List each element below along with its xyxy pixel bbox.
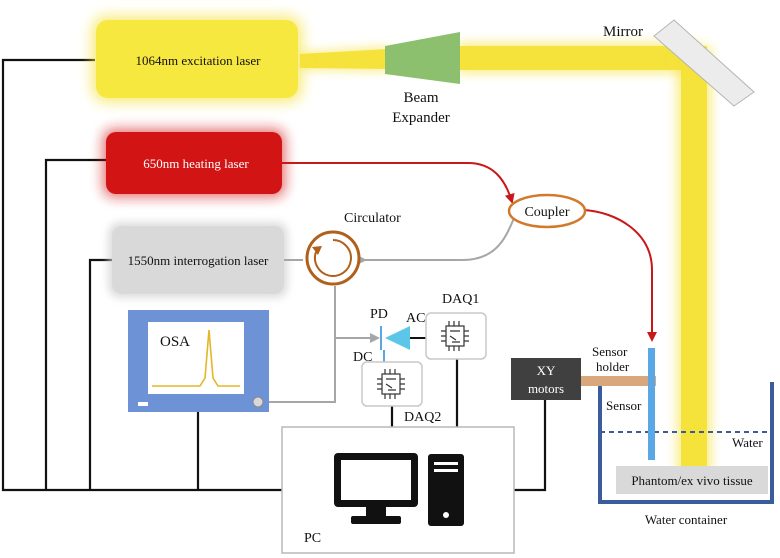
control-wires — [1, 58, 547, 492]
xy-motors-label-1: XY — [537, 363, 556, 378]
excitation-beam — [300, 42, 712, 486]
xy-motors-label-2: motors — [528, 381, 564, 396]
beam-expander-label-2: Expander — [392, 110, 449, 126]
beam-expander-label-1: Beam — [404, 90, 439, 106]
water-container: Phantom/ex vivo tissue Water Water conta… — [598, 382, 774, 527]
daq1: DAQ1 — [425, 292, 487, 360]
fibers — [260, 162, 657, 403]
tissue-label: Phantom/ex vivo tissue — [631, 473, 753, 488]
circulator: Circulator — [305, 211, 401, 286]
xy-motors: XY motors — [511, 358, 581, 400]
coupler: Coupler — [507, 193, 587, 229]
mirror-label: Mirror — [603, 24, 643, 40]
heating-laser-label: 650nm heating laser — [143, 156, 249, 171]
sensor-holder-label-1: Sensor — [592, 344, 628, 359]
pc: PC — [281, 426, 515, 554]
chip-icon — [441, 321, 469, 351]
pd-label: PD — [370, 307, 388, 322]
ac-label: AC — [406, 311, 425, 326]
water-label: Water — [732, 435, 763, 450]
sensor-label: Sensor — [606, 398, 642, 413]
osa-label: OSA — [160, 334, 190, 350]
pc-label: PC — [304, 531, 321, 546]
chip-icon — [377, 369, 405, 399]
excitation-laser-label: 1064nm excitation laser — [136, 53, 262, 68]
excitation-laser: 1064nm excitation laser — [92, 16, 302, 102]
coupler-label: Coupler — [524, 205, 569, 220]
interrogation-laser: 1550nm interrogation laser — [108, 222, 288, 298]
daq2-label: DAQ2 — [404, 410, 441, 425]
beam-expander: Beam Expander — [385, 32, 460, 126]
tower-icon — [428, 454, 464, 526]
circulator-label: Circulator — [344, 211, 401, 226]
daq1-label: DAQ1 — [442, 292, 479, 307]
heating-laser: 650nm heating laser — [102, 128, 286, 198]
monitor-icon — [334, 453, 418, 524]
daq2: DAQ2 — [361, 361, 441, 425]
sensor-assembly: Sensor holder Sensor — [581, 344, 656, 460]
osa: OSA — [128, 310, 269, 412]
photodiode: PD AC DC — [353, 307, 428, 365]
interrogation-laser-label: 1550nm interrogation laser — [128, 253, 269, 268]
sensor-holder-label-2: holder — [596, 359, 630, 374]
mirror: Mirror — [603, 19, 755, 107]
water-container-label: Water container — [645, 512, 728, 527]
